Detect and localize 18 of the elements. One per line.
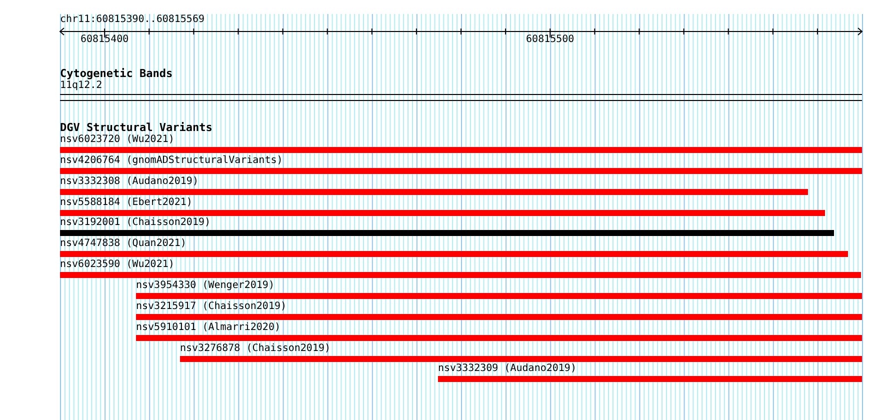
variant-label: nsv6023720 (Wu2021) [60, 134, 174, 146]
track-title: Cytogenetic Bands [60, 67, 173, 80]
variant-label: nsv4206764 (gnomADStructuralVariants) [60, 154, 283, 167]
variant-label: nsv6023590 (Wu2021) [60, 259, 174, 272]
variant-label: nsv5588184 (Ebert2021) [60, 196, 192, 209]
variant-label: nsv4747838 (Quan2021) [60, 238, 186, 250]
track-title: DGV Structural Variants [60, 121, 212, 134]
variant-label: nsv3276878 (Chaisson2019) [180, 342, 331, 354]
coordinate-label: 60815500 [526, 34, 574, 46]
variant-label: nsv3954330 (Wenger2019) [136, 280, 274, 292]
variant-label: nsv5910101 (Almarri2020) [136, 322, 280, 334]
region-label: chr11:60815390..60815569 [60, 14, 204, 26]
coordinate-label: 60815400 [80, 34, 129, 46]
variant-label: nsv3332308 (Audano2019) [60, 176, 198, 188]
variant-label: nsv3192001 (Chaisson2019) [60, 217, 211, 230]
variant-label: nsv3332309 (Audano2019) [438, 363, 576, 376]
variant-label: nsv3215917 (Chaisson2019) [136, 300, 287, 313]
band-label: 11q12.2 [60, 80, 102, 92]
